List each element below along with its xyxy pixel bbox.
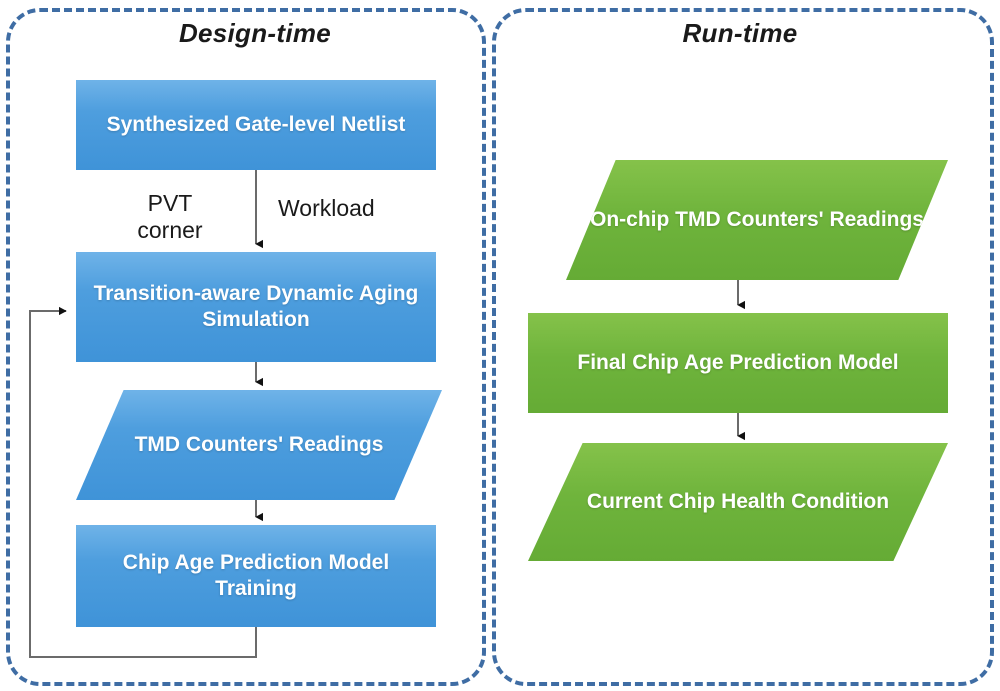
node-chip-age-prediction-model-training: Chip Age Prediction Model Training [76, 525, 436, 627]
panel-title-run-time: Run-time [682, 18, 798, 48]
panel-design-time [6, 8, 486, 686]
node-on-chip-tmd-counters-readings: On-chip TMD Counters' Readings [566, 160, 948, 280]
node-current-chip-health-condition: Current Chip Health Condition [528, 443, 948, 561]
node-synthesized-gate-level-netlist: Synthesized Gate-level Netlist [76, 80, 436, 170]
node-transition-aware-dynamic-aging-simulation: Transition-aware Dynamic Aging Simulatio… [76, 252, 436, 362]
panel-run-time [492, 8, 994, 686]
node-label: Current Chip Health Condition [586, 490, 890, 514]
node-label: TMD Counters' Readings [134, 433, 384, 457]
node-tmd-counters-readings: TMD Counters' Readings [76, 390, 442, 500]
node-label: Transition-aware Dynamic Aging Simulatio… [93, 282, 419, 331]
node-label: On-chip TMD Counters' Readings [589, 208, 924, 232]
panel-title-design-time: Design-time [178, 18, 332, 48]
node-final-chip-age-prediction-model: Final Chip Age Prediction Model [528, 313, 948, 413]
node-label: Synthesized Gate-level Netlist [106, 113, 406, 137]
node-label: Final Chip Age Prediction Model [577, 351, 899, 375]
node-label: Chip Age Prediction Model Training [122, 551, 390, 600]
edge-label-workload: Workload [278, 195, 375, 221]
edge-label-pvt-corner: PVT corner [137, 190, 203, 244]
